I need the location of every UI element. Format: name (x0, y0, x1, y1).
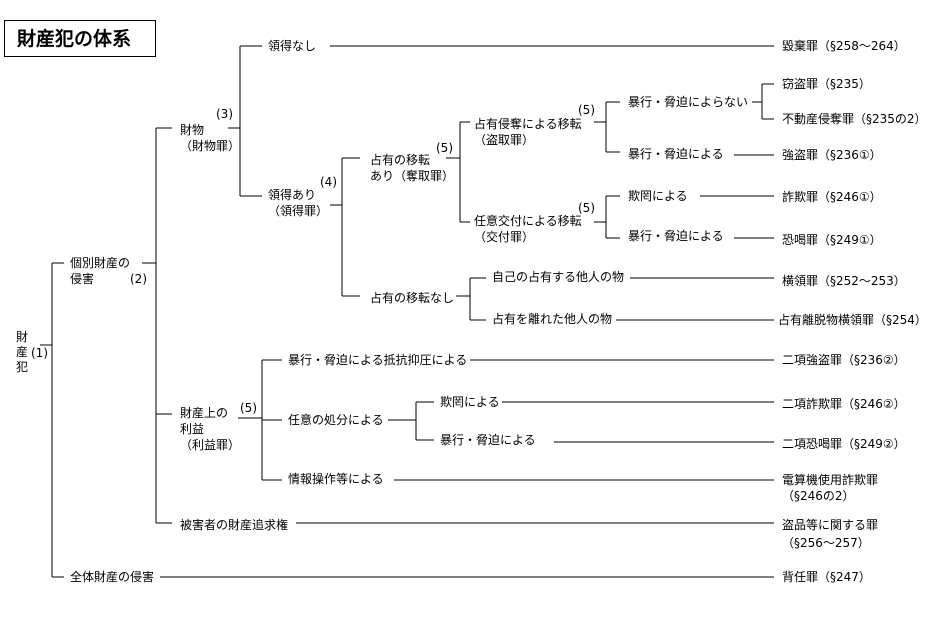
transfer-num: (5) (436, 141, 453, 155)
individual-num: (2) (130, 272, 147, 286)
acquire-num: (4) (320, 175, 337, 189)
crime-lost-embezzlement: 占有離脱物横領罪（§254） (778, 313, 927, 327)
no-acquire-label: 領得なし (268, 39, 317, 53)
suppress-label: 暴行・脅迫による抵抗抑圧による (288, 353, 468, 367)
title-box: 財産犯の体系 (4, 20, 156, 57)
property-label-1: 財物 (180, 123, 205, 137)
deception-label: 欺罔による (628, 189, 688, 203)
crime-robbery2: 二項強盗罪（§236②） (782, 353, 906, 367)
infringe-num: (5) (578, 103, 595, 117)
benefit-label-3: （利益罪） (180, 438, 241, 452)
delivery-label-1: 任意交付による移転 (474, 214, 582, 228)
crime-computer-fraud-2: （§246の2） (782, 489, 855, 503)
overall-label: 全体財産の侵害 (70, 570, 155, 584)
acquire-label-1: 領得あり (268, 188, 317, 202)
crime-extortion2: 二項恐喝罪（§249②） (782, 437, 906, 451)
violence3-label: 暴行・脅迫による (440, 433, 536, 447)
acquire-label-2: （領得罪） (268, 204, 329, 218)
left-possession-label: 占有を離れた他人の物 (492, 312, 613, 326)
individual-label-2: 侵害 (70, 272, 95, 286)
benefit-label-1: 財産上の (180, 406, 229, 420)
root-num: (1) (31, 346, 48, 360)
benefit-label-2: 利益 (180, 422, 205, 436)
violence2-label: 暴行・脅迫による (628, 229, 724, 243)
pursuit-label: 被害者の財産追求権 (180, 518, 289, 532)
delivery-label-2: （交付罪） (474, 230, 535, 244)
infringe-label-1: 占有侵奪による移転 (474, 117, 582, 131)
deception2-label: 欺罔による (440, 395, 500, 409)
violence-label: 暴行・脅迫による (628, 147, 724, 161)
crime-breach: 背任罪（§247） (782, 570, 871, 584)
transfer-label-2: あり（奪取罪） (370, 169, 455, 183)
transfer-label-1: 占有の移転 (370, 153, 431, 167)
no-transfer-label: 占有の移転なし (370, 291, 455, 305)
no-violence-label: 暴行・脅迫によらない (628, 95, 749, 109)
crime-embezzlement: 横領罪（§252〜253） (782, 274, 906, 288)
crime-fraud2: 二項詐欺罪（§246②） (782, 397, 906, 411)
crime-stolen-goods-2: （§256〜257） (782, 536, 870, 550)
computer-label: 情報操作等による (288, 472, 384, 486)
disposal-label: 任意の処分による (288, 413, 384, 427)
property-num: (3) (216, 107, 233, 121)
crime-computer-fraud-1: 電算機使用詐欺罪 (782, 473, 879, 487)
crime-fraud: 詐欺罪（§246①） (782, 190, 882, 204)
crime-destruction: 毀棄罪（§258〜264） (782, 39, 906, 53)
crime-stolen-goods-1: 盗品等に関する罪 (782, 518, 879, 532)
crime-extortion: 恐喝罪（§249①） (782, 233, 882, 247)
delivery-num: (5) (578, 201, 595, 215)
infringe-label-2: （盗取罪） (474, 133, 535, 147)
individual-label-1: 個別財産の (70, 256, 131, 270)
root-label: 財産犯 (16, 330, 29, 374)
own-possession-label: 自己の占有する他人の物 (492, 270, 625, 284)
diagram-title: 財産犯の体系 (17, 28, 132, 50)
crime-realty: 不動産侵奪罪（§235の2） (782, 112, 927, 126)
crime-robbery: 強盗罪（§236①） (782, 148, 882, 162)
crime-theft: 窃盗罪（§235） (782, 77, 871, 91)
property-label-2: （財物罪） (180, 139, 241, 153)
benefit-num: (5) (240, 401, 257, 415)
